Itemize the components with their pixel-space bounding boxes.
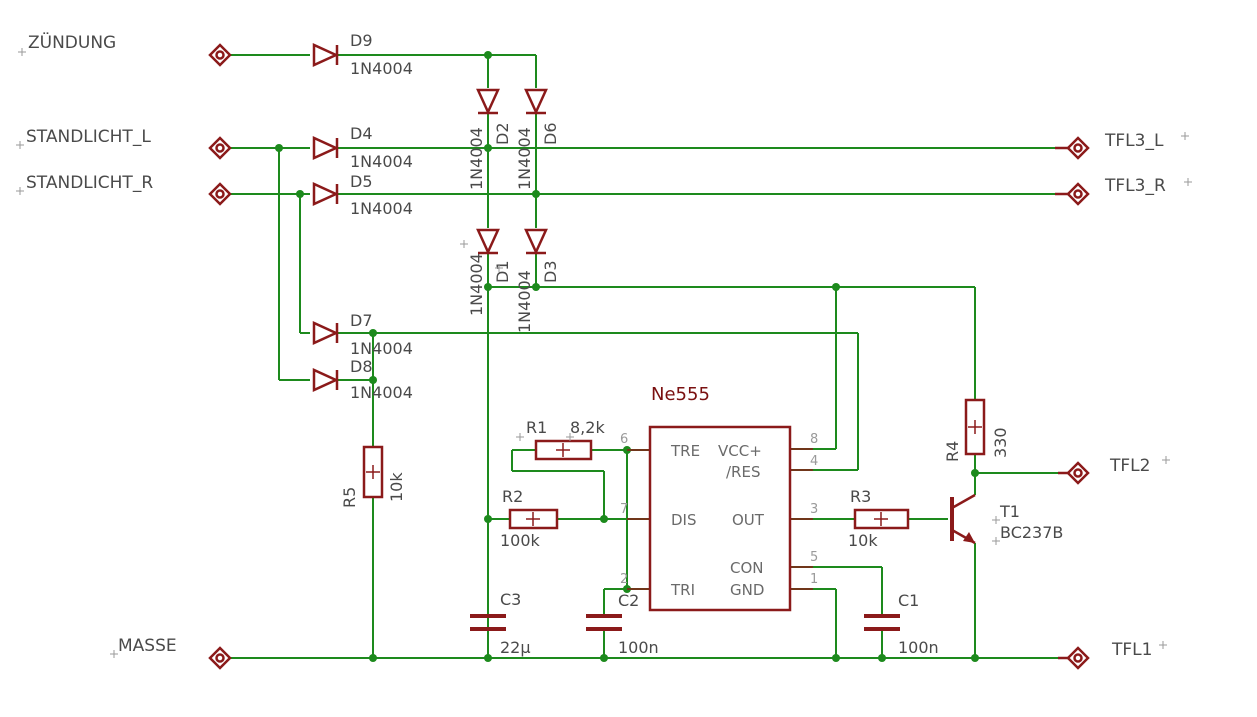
diode-value: 1N4004 [467,253,486,316]
ic-pin-con: CON [730,559,764,577]
diode-d2[interactable]: 1N4004 D2 [467,88,512,190]
ic-title: Ne555 [651,384,710,405]
ic-pin-gnd: GND [730,581,764,599]
resistor-name: R1 [526,418,547,437]
diode-d8[interactable]: D8 1N4004 [312,357,413,402]
terminal-label: TFL3_R [1104,176,1166,196]
diode-d6[interactable]: 1N4004 D6 [515,88,560,190]
terminal-label: STANDLICHT_R [26,173,153,193]
diode-name: D7 [350,311,373,330]
terminal-label: TFL3_L [1104,131,1164,151]
origin-marks [16,48,1192,658]
resistor-r3[interactable]: R3 10k [848,487,910,550]
terminal-label: TFL1 [1111,640,1152,660]
diode-value: 1N4004 [350,383,413,402]
resistor-name: R3 [850,487,871,506]
ic-ne555[interactable]: Ne555 TRE DIS TRI VCC+ /RES OUT CON GND … [620,384,818,612]
diode-name: D2 [493,123,512,146]
terminal-tfl1[interactable]: TFL1 [1058,640,1152,670]
diode-name: D6 [541,123,560,146]
junctions [275,51,979,662]
capacitor-c3[interactable]: C3 22µ [470,590,531,657]
ic-pin-number: 5 [810,550,818,565]
terminal-standlicht-r[interactable]: STANDLICHT_R [26,173,232,206]
diode-value: 1N4004 [350,199,413,218]
diode-value: 1N4004 [515,270,534,333]
ic-pin-number: 2 [620,572,628,587]
capacitor-value: 22µ [500,638,531,657]
diode-name: D9 [350,31,373,50]
resistor-value: 100k [500,531,541,550]
ic-pin-out: OUT [732,511,765,529]
terminal-masse[interactable]: MASSE [118,636,232,670]
capacitor-name: C2 [618,591,639,610]
ic-pin-number: 7 [620,502,628,517]
terminal-label: STANDLICHT_L [26,127,151,147]
diode-d1[interactable]: 1N4004 D1 [467,228,512,316]
ic-pin-res: /RES [726,463,760,481]
resistor-value: 10k [848,531,878,550]
ic-pin-dis: DIS [671,511,697,529]
diode-value: 1N4004 [515,127,534,190]
resistor-name: R4 [943,441,962,462]
diode-d9[interactable]: D9 1N4004 [312,31,413,78]
resistor-value: 8,2k [570,418,605,437]
diode-value: 1N4004 [350,59,413,78]
diode-d4[interactable]: D4 1N4004 [312,124,413,171]
resistor-r1[interactable]: R1 8,2k [526,418,605,461]
capacitor-c1[interactable]: C1 100n [864,591,939,657]
diode-d7[interactable]: D7 1N4004 [312,311,413,358]
diode-d3[interactable]: 1N4004 D3 [515,228,560,333]
transistor-t1[interactable]: T1 BC237B [950,493,1063,545]
ic-pin-tri: TRI [670,581,695,599]
capacitor-c2[interactable]: C2 100n [586,591,659,657]
diode-name: D4 [350,124,373,143]
capacitor-name: C3 [500,590,521,609]
terminal-label: ZÜNDUNG [28,31,116,53]
terminal-standlicht-l[interactable]: STANDLICHT_L [26,127,232,160]
diode-name: D3 [541,261,560,284]
transistor-value: BC237B [1000,523,1063,542]
diode-name: D5 [350,172,373,191]
resistor-name: R5 [340,487,359,508]
ic-pin-number: 3 [810,502,818,517]
terminal-label: MASSE [118,636,177,656]
ic-pin-vcc: VCC+ [718,442,762,460]
diode-value: 1N4004 [350,152,413,171]
resistor-value: 10k [387,472,406,502]
resistor-value: 330 [991,427,1010,458]
resistor-r2[interactable]: R2 100k [500,487,559,550]
diode-d5[interactable]: D5 1N4004 [312,172,413,218]
ic-pin-number: 6 [620,432,628,447]
diode-name: D1 [493,261,512,284]
terminal-label: TFL2 [1109,456,1150,476]
resistor-name: R2 [502,487,523,506]
capacitor-name: C1 [898,591,919,610]
ic-pin-number: 1 [810,572,818,587]
ic-pin-number: 8 [810,432,818,447]
capacitor-value: 100n [618,638,659,657]
transistor-name: T1 [999,502,1020,521]
resistor-r4[interactable]: R4 330 [943,398,1010,462]
ic-pin-tre: TRE [670,442,700,460]
terminal-tfl3-l[interactable]: TFL3_L [1055,131,1164,160]
diode-name: D8 [350,357,373,376]
capacitor-value: 100n [898,638,939,657]
diode-value: 1N4004 [467,127,486,190]
ic-pin-number: 4 [810,454,818,469]
terminal-tfl3-r[interactable]: TFL3_R [1055,176,1166,206]
terminal-zuendung[interactable]: ZÜNDUNG [28,31,232,67]
diode-value: 1N4004 [350,339,413,358]
terminal-tfl2[interactable]: TFL2 [1058,456,1150,485]
resistor-r5[interactable]: R5 10k [340,445,406,508]
